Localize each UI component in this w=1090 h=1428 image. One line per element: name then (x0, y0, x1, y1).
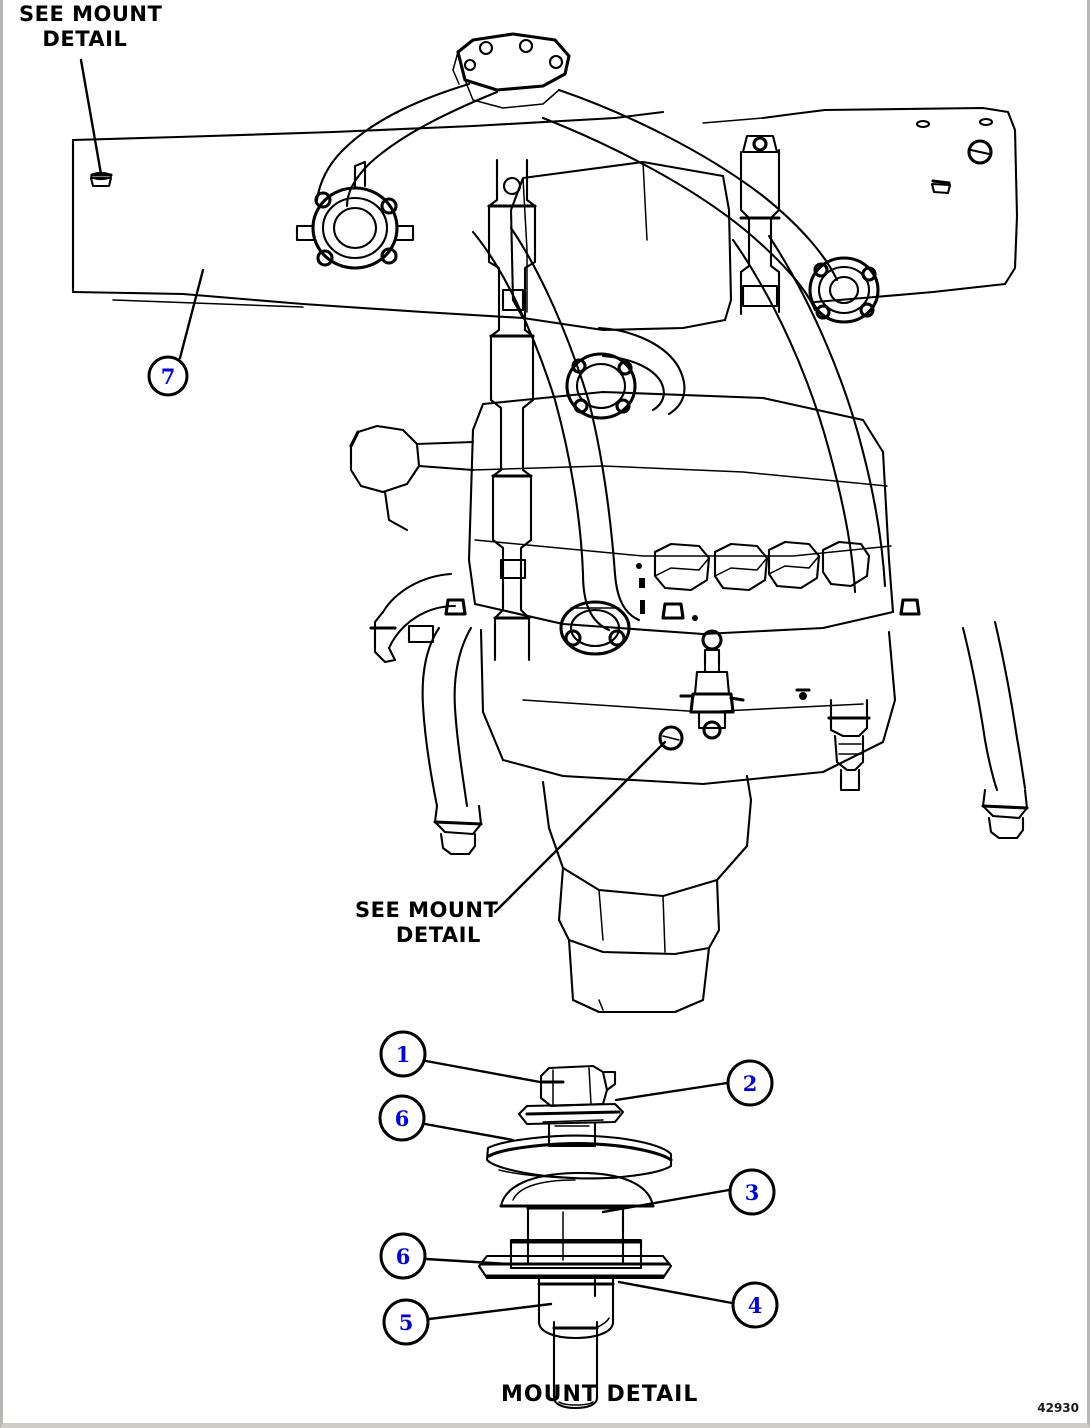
technical-line-art: 7 (71, 32, 1029, 1410)
fitting-lower-left (559, 600, 631, 656)
hex-plug-row (653, 540, 871, 592)
drawing-number: 42930 (1037, 1401, 1079, 1415)
callout-7-number: 7 (161, 364, 176, 389)
leader-line-callout-5 (427, 1302, 553, 1321)
callout-bubble-5[interactable]: 5 (382, 1298, 430, 1346)
mount-detail-title: MOUNT DETAIL (501, 1382, 699, 1407)
note-see-mount-detail-top: SEE MOUNT DETAIL (19, 2, 163, 51)
left-deck-panel (71, 110, 665, 320)
mount-part-dished-washer-upper (485, 1134, 673, 1180)
leader-line-callout-2 (614, 1081, 729, 1102)
leader-line-callout-3 (601, 1188, 731, 1214)
fitting-left-motor (295, 160, 415, 270)
lower-left-tube (433, 804, 483, 856)
leader-line-callout-7 (178, 268, 205, 360)
callout-2-number: 2 (743, 1071, 758, 1096)
left-support-arm (349, 424, 475, 532)
mount-part-dished-washer-lower (477, 1254, 673, 1280)
leader-line-callout-6-upper (423, 1122, 515, 1142)
callout-bubble-1[interactable]: 1 (379, 1030, 427, 1078)
mount-part-nut (539, 1064, 617, 1108)
small-plugs-and-bosses (444, 563, 921, 700)
leader-line-note-top (79, 58, 103, 176)
callout-bubble-6-lower[interactable]: 6 (379, 1232, 427, 1280)
mount-part-base-block (509, 1238, 643, 1270)
right-bracket-stack (739, 134, 781, 316)
callout-bubble-4[interactable]: 4 (731, 1281, 779, 1329)
leader-line-callout-6-lower (424, 1257, 510, 1266)
lower-right-tube-cap (981, 788, 1029, 840)
transmission-body (467, 160, 897, 1014)
top-bell-housing-flange (452, 32, 571, 109)
mount-part-bushing-dome (499, 1171, 655, 1208)
callout-6-upper-number: 6 (395, 1106, 410, 1131)
mount-part-collar (547, 1122, 597, 1148)
right-hose-end-fitting (827, 698, 871, 792)
main-assembly-view: 7 (71, 32, 1029, 1014)
mount-part-base-flange (537, 1276, 615, 1340)
mount-part-body (526, 1204, 625, 1266)
callout-bubble-6-upper[interactable]: 6 (378, 1094, 426, 1142)
callout-5-number: 5 (399, 1310, 414, 1335)
leader-line-callout-4 (617, 1280, 734, 1305)
callout-3-number: 3 (745, 1180, 760, 1205)
hydraulic-hoses (315, 82, 1027, 808)
callout-1-number: 1 (396, 1042, 411, 1067)
left-lower-elbow (369, 572, 457, 664)
mount-detail-view: 1 2 6 3 6 4 5 (378, 1030, 779, 1410)
callout-bubble-7[interactable]: 7 (147, 355, 189, 397)
leader-line-callout-1 (424, 1059, 542, 1084)
callout-bubble-3[interactable]: 3 (728, 1168, 776, 1216)
mount-part-washer (517, 1102, 625, 1126)
leader-line-note-middle (493, 740, 667, 914)
hose-flange-fittings (295, 160, 880, 656)
callout-6-lower-number: 6 (396, 1244, 411, 1269)
right-deck-panel (702, 106, 1019, 304)
solenoid-valve-assembly (679, 629, 745, 740)
fitting-right-motor (808, 256, 880, 324)
note-see-mount-detail-middle: SEE MOUNT DETAIL (355, 898, 499, 947)
control-valve-bracket (487, 158, 537, 662)
mount-part-stud (552, 1320, 599, 1410)
mid-mount-bolt-target (658, 725, 684, 751)
callout-4-number: 4 (748, 1293, 763, 1318)
fitting-mid-bend (565, 352, 637, 420)
callout-bubble-2[interactable]: 2 (726, 1059, 774, 1107)
